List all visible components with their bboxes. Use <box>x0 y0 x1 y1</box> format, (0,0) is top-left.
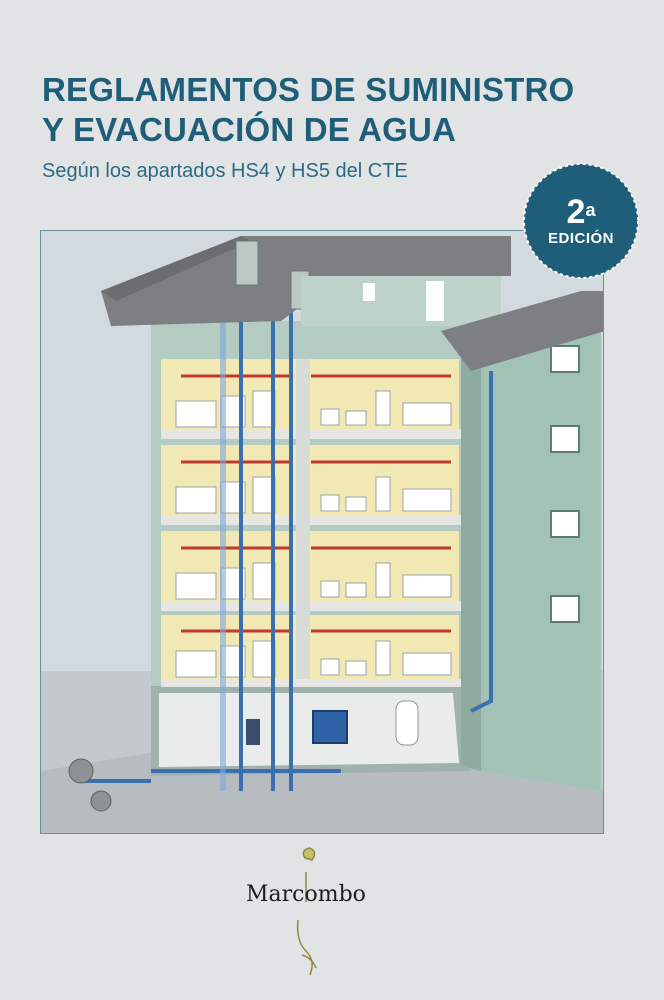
building-cutaway-drawing <box>41 231 603 833</box>
publisher-logo-icon <box>296 847 317 976</box>
title-line-2: Y EVACUACIÓN DE AGUA <box>42 111 457 148</box>
book-subtitle: Según los apartados HS4 y HS5 del CTE <box>42 160 408 182</box>
publisher-block: Marcombo <box>0 840 664 990</box>
book-title: REGLAMENTOS DE SUMINISTRO Y EVACUACIÓN D… <box>42 70 642 150</box>
publisher-name: Marcombo <box>246 882 366 907</box>
building-illustration <box>40 230 604 834</box>
edition-badge: 2a EDICIÓN <box>522 162 640 280</box>
edition-ordinal: a <box>585 199 596 220</box>
title-line-1: REGLAMENTOS DE SUMINISTRO <box>42 71 575 108</box>
edition-number: 2 <box>566 192 586 231</box>
edition-label: EDICIÓN <box>547 229 614 247</box>
edition-badge-seal <box>523 163 639 279</box>
